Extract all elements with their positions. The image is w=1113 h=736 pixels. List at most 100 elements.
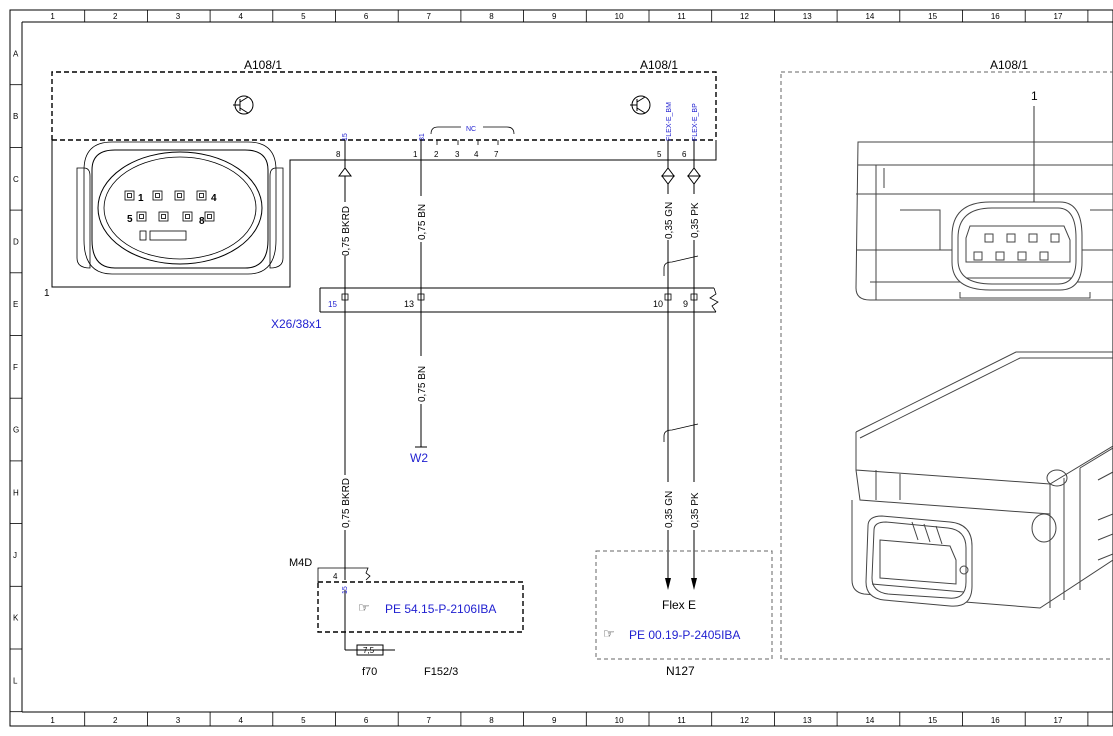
- connector-strip: 1: [44, 140, 717, 299]
- photo-pin-socket: [1017, 251, 1027, 261]
- wire-label: 0,75 BKRD: [341, 478, 352, 528]
- frame-column-index: 6: [364, 716, 369, 725]
- pin-number: 6: [682, 150, 687, 159]
- frame-column-index: 13: [803, 12, 812, 21]
- pointing-hand-icon: ☞: [358, 600, 370, 615]
- connector-pin-socket: [196, 190, 207, 201]
- pin-number: 3: [455, 150, 460, 159]
- pin-number: 1: [413, 150, 418, 159]
- fuse-box-label: F152/3: [424, 666, 458, 678]
- separation-pin: 9: [683, 299, 688, 309]
- connector-pin-socket: [152, 190, 163, 201]
- separation-point-label: X26/38x1: [271, 317, 322, 331]
- frame-column-index: 10: [615, 716, 624, 725]
- module-a108-left-label: A108/1: [244, 58, 282, 72]
- wire-labels: 0,75 BKRD 0,75 BN 0,35 GN 0,35 PK 0,75 B…: [341, 202, 701, 528]
- wire-label: 0,35 GN: [664, 202, 675, 239]
- frame-column-index: 15: [928, 12, 937, 21]
- frame-column-index: 8: [489, 12, 494, 21]
- face-number: 1: [138, 193, 144, 204]
- frame-column-index: 8: [489, 716, 494, 725]
- pin-number: 5: [657, 150, 662, 159]
- connector-pin-labels: 8 1 2 3 4 7 5 6 15 31 FLEX-E_BM FLEX-E_B…: [336, 102, 699, 159]
- connector-pin-socket: [182, 211, 193, 222]
- frame-column-index: 12: [740, 716, 749, 725]
- photo-callout: 1: [1031, 89, 1038, 103]
- frame-column-index: 4: [238, 12, 243, 21]
- flex-e-reference-link[interactable]: PE 00.19-P-2405IBA: [629, 628, 740, 642]
- frame-column-index: 5: [301, 12, 306, 21]
- frame-row-index: L: [13, 676, 18, 685]
- ground-point-label: W2: [410, 451, 428, 465]
- frame-column-index: 9: [552, 12, 557, 21]
- frame-column-index: 14: [865, 716, 874, 725]
- frame-column-index: 17: [1054, 12, 1063, 21]
- connector-pin-socket: [158, 211, 169, 222]
- frame-column-index: 3: [176, 716, 181, 725]
- wire-label: 0,75 BN: [417, 366, 428, 402]
- pin-number: 2: [434, 150, 439, 159]
- frame-column-index: 16: [991, 12, 1000, 21]
- wire-label: 0,35 PK: [690, 202, 701, 238]
- photo-pin-socket: [973, 251, 983, 261]
- frame-column-index: 4: [238, 716, 243, 725]
- module-m4d-label: M4D: [289, 557, 312, 569]
- flex-e-module-label: N127: [666, 664, 695, 678]
- signal-name: 31: [419, 133, 426, 141]
- frame-row-index: A: [13, 49, 19, 58]
- fuse-reference-link[interactable]: PE 54.15-P-2106IBA: [385, 602, 496, 616]
- signal-name: 15: [342, 133, 349, 141]
- signal-name: FLEX-E_BM: [666, 102, 673, 141]
- frame-column-index: 10: [615, 12, 624, 21]
- frame-column-index: 16: [991, 716, 1000, 725]
- drawing-frame: 1122334455667788991010111112121313141415…: [9, 9, 1113, 727]
- frame-row-index: J: [13, 551, 17, 560]
- pin-view-callout: 1: [44, 288, 50, 299]
- photo-pin-socket: [1050, 233, 1060, 243]
- frame-column-index: 5: [301, 716, 306, 725]
- frame-row-index: D: [13, 237, 19, 246]
- frame-column-index: 13: [803, 716, 812, 725]
- frame-column-index: 7: [427, 716, 432, 725]
- frame-row-index: K: [13, 614, 19, 623]
- frame-column-index: 6: [364, 12, 369, 21]
- photo-pin-socket: [1028, 233, 1038, 243]
- wire-runs: [338, 140, 701, 650]
- connector-pin-socket: [136, 211, 147, 222]
- module-a108-photo-label: A108/1: [990, 58, 1028, 72]
- connector-face-drawing: 1 4 5 8: [76, 141, 284, 275]
- frame-column-index: 15: [928, 716, 937, 725]
- frame-column-index: 7: [427, 12, 432, 21]
- separation-pin: 15: [328, 300, 337, 309]
- connector-pin-socket: [204, 211, 215, 222]
- fuse-pin: 4: [333, 572, 338, 581]
- transistor-icon: [630, 95, 651, 115]
- frame-row-index: G: [13, 426, 19, 435]
- frame-column-index: 11: [677, 716, 686, 725]
- frame-column-index: 1: [50, 716, 55, 725]
- module-a108-box: A108/1 A108/1: [51, 58, 717, 141]
- pin-number: 7: [494, 150, 499, 159]
- wire-label: 0,75 BKRD: [341, 206, 352, 256]
- separation-pin: 13: [404, 299, 414, 309]
- pin-number: 8: [336, 150, 341, 159]
- separation-point-x26: 15 13 10 9 X26/38x1: [271, 287, 719, 331]
- frame-column-index: 2: [113, 12, 118, 21]
- photo-pin-socket: [1039, 251, 1049, 261]
- wire-label: 0,75 BN: [417, 204, 428, 240]
- face-number: 8: [199, 216, 205, 227]
- transistor-icon: [233, 95, 254, 115]
- frame-column-index: 3: [176, 12, 181, 21]
- pointing-hand-icon: ☞: [603, 626, 615, 641]
- wire-label: 0,35 PK: [690, 492, 701, 528]
- fuse-name: f70: [362, 666, 377, 678]
- connector-pin-socket: [174, 190, 185, 201]
- flex-e-module: Flex E ☞ PE 00.19-P-2405IBA N127: [595, 550, 773, 678]
- frame-column-index: 12: [740, 12, 749, 21]
- photo-pin-socket: [995, 251, 1005, 261]
- face-number: 4: [211, 193, 217, 204]
- photo-pin-socket: [1006, 233, 1016, 243]
- frame-row-index: H: [13, 488, 19, 497]
- pin-number: 4: [474, 150, 479, 159]
